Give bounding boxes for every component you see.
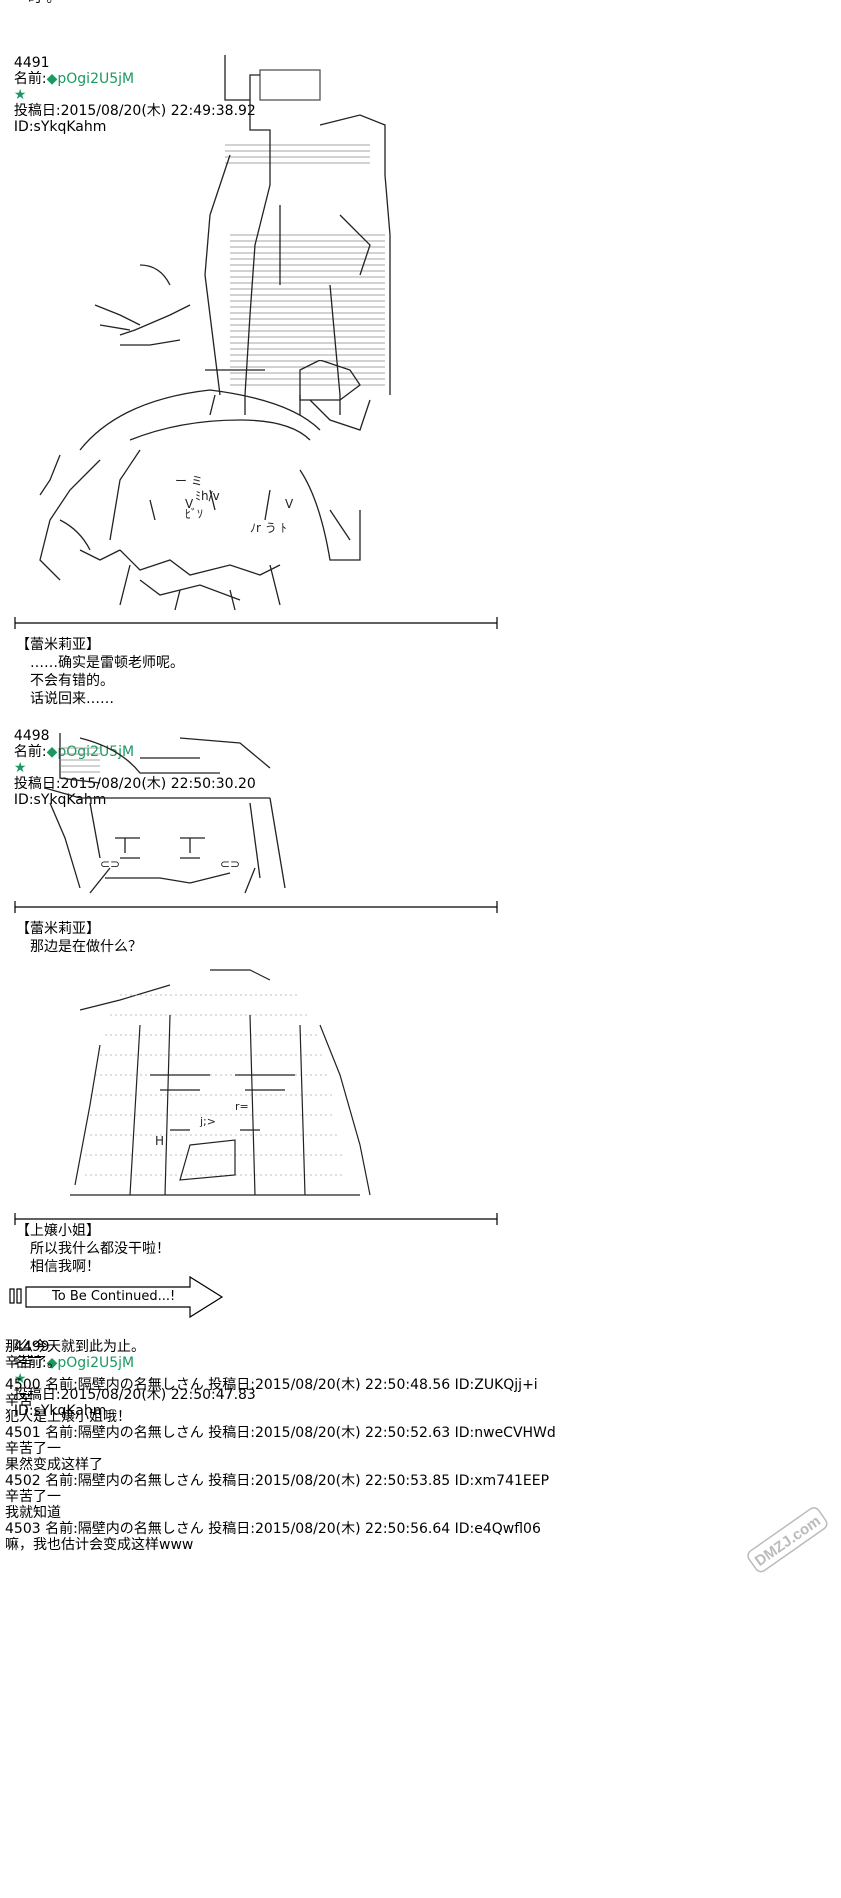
reply-header: 4501 名前:隔壁内の名無しさん 投稿日:2015/08/20(木) 22:5… (5, 1425, 556, 1441)
reply-line: 辛苦了一 (5, 1489, 61, 1505)
post-date: 2015/08/20(木) 22:50:30.20 (60, 776, 256, 792)
post-number: 4499 (13, 1339, 50, 1355)
reply-line: 辛苦 (5, 1393, 33, 1409)
arrow-icon (9, 1275, 224, 1319)
svg-text:ﾐh/v: ﾐh/v (195, 489, 220, 503)
star-icon: ★ (13, 1371, 27, 1387)
name-label: 名前: (13, 1355, 47, 1371)
reply-line: 果然变成这样了 (5, 1457, 103, 1473)
reply-header: 4500 名前:隔壁内の名無しさん 投稿日:2015/08/20(木) 22:5… (5, 1377, 538, 1393)
post-id: ID:sYkqKahm (13, 119, 107, 135)
reply-line: 辛苦了一 (5, 1441, 61, 1457)
post-number: 4491 (13, 55, 50, 71)
reply-line: 嘛，我也估计会变成这样www (5, 1537, 194, 1553)
post-id: ID:sYkqKahm (13, 792, 107, 808)
dialogue-line: 话说回来…… (30, 691, 114, 707)
name-label: 名前: (13, 744, 47, 760)
svg-text:j;>: j;> (199, 1115, 216, 1128)
date-label: 投稿日: (13, 103, 61, 119)
svg-text:⊂⊃: ⊂⊃ (100, 857, 120, 871)
speaker-name: 【蕾米莉亚】 (16, 921, 100, 937)
svg-text:ー ミ: ー ミ (175, 474, 203, 488)
post-number: 4498 (13, 728, 50, 744)
svg-text:⊂⊃: ⊂⊃ (220, 857, 240, 871)
star-icon: ★ (13, 760, 27, 776)
reply-header: 4502 名前:隔壁内の名無しさん 投稿日:2015/08/20(木) 22:5… (5, 1473, 550, 1489)
post-header-4498: 4498 名前:◆pOgi2U5jM ★ 投稿日:2015/08/20(木) 2… (5, 712, 256, 808)
tripcode: ◆pOgi2U5jM (46, 1355, 135, 1371)
tripcode: ◆pOgi2U5jM (46, 71, 135, 87)
svg-text:r=: r= (235, 1100, 249, 1113)
post-id: ID:sYkqKahm (13, 1403, 107, 1419)
speaker-name: 【上嬢小姐】 (16, 1223, 100, 1239)
post-date: 2015/08/20(木) 22:50:47.83 (60, 1387, 256, 1403)
to-be-continued-label: To Be Continued...! (52, 1289, 176, 1304)
svg-text:ﾋﾞｿ: ﾋﾞｿ (185, 507, 203, 521)
dialogue-line: 那边是在做什么？ (30, 939, 142, 955)
post-date: 2015/08/20(木) 22:49:38.92 (60, 103, 256, 119)
top-text-fragment: 时 。 (28, 0, 60, 6)
closing-line: 辛苦了。 (5, 1355, 61, 1371)
ascii-art-standing-figure (40, 55, 400, 425)
to-be-continued-arrow: To Be Continued...! (8, 1275, 228, 1319)
watermark-logo: DMZJ.com (740, 1500, 835, 1580)
closing-line: 那么今天就到此为止。 (5, 1339, 145, 1355)
watermark-text: DMZJ.com (752, 1513, 824, 1570)
speaker-name: 【蕾米莉亚】 (16, 637, 100, 653)
separator-line (9, 898, 501, 913)
dialogue-line: 相信我啊！ (30, 1259, 100, 1275)
ascii-art-kamijou: H j;> r= (60, 965, 380, 1215)
reply-line: 犯人是上嬢小姐哦！ (5, 1409, 131, 1425)
reply-header: 4503 名前:隔壁内の名無しさん 投稿日:2015/08/20(木) 22:5… (5, 1521, 541, 1537)
dialogue-line: 不会有错的。 (30, 673, 114, 689)
star-icon: ★ (13, 87, 27, 103)
reply-line: 我就知道 (5, 1505, 61, 1521)
svg-text:V: V (285, 497, 294, 511)
date-label: 投稿日: (13, 1387, 61, 1403)
ascii-art-remilia-thinking: ー ミ ﾐh/v ﾋﾞｿ ﾉr う ﾄ V V (0, 360, 400, 615)
post-header-4499: 4499 名前:◆pOgi2U5jM ★ 投稿日:2015/08/20(木) 2… (5, 1323, 256, 1419)
name-label: 名前: (13, 71, 47, 87)
date-label: 投稿日: (13, 776, 61, 792)
dialogue-line: 所以我什么都没干啦！ (30, 1241, 170, 1257)
separator-line (9, 614, 501, 629)
svg-text:V: V (185, 497, 194, 511)
svg-text:H: H (155, 1134, 164, 1148)
dialogue-line: ……确实是雷顿老师呢。 (30, 655, 184, 671)
ascii-art-remilia-stare: ⊂⊃ ⊂⊃ (40, 728, 340, 898)
svg-text:ﾉr う ﾄ: ﾉr う ﾄ (250, 521, 287, 535)
separator-line (9, 1210, 501, 1225)
post-header-4491: 4491 名前:◆pOgi2U5jM ★ 投稿日:2015/08/20(木) 2… (5, 39, 256, 135)
